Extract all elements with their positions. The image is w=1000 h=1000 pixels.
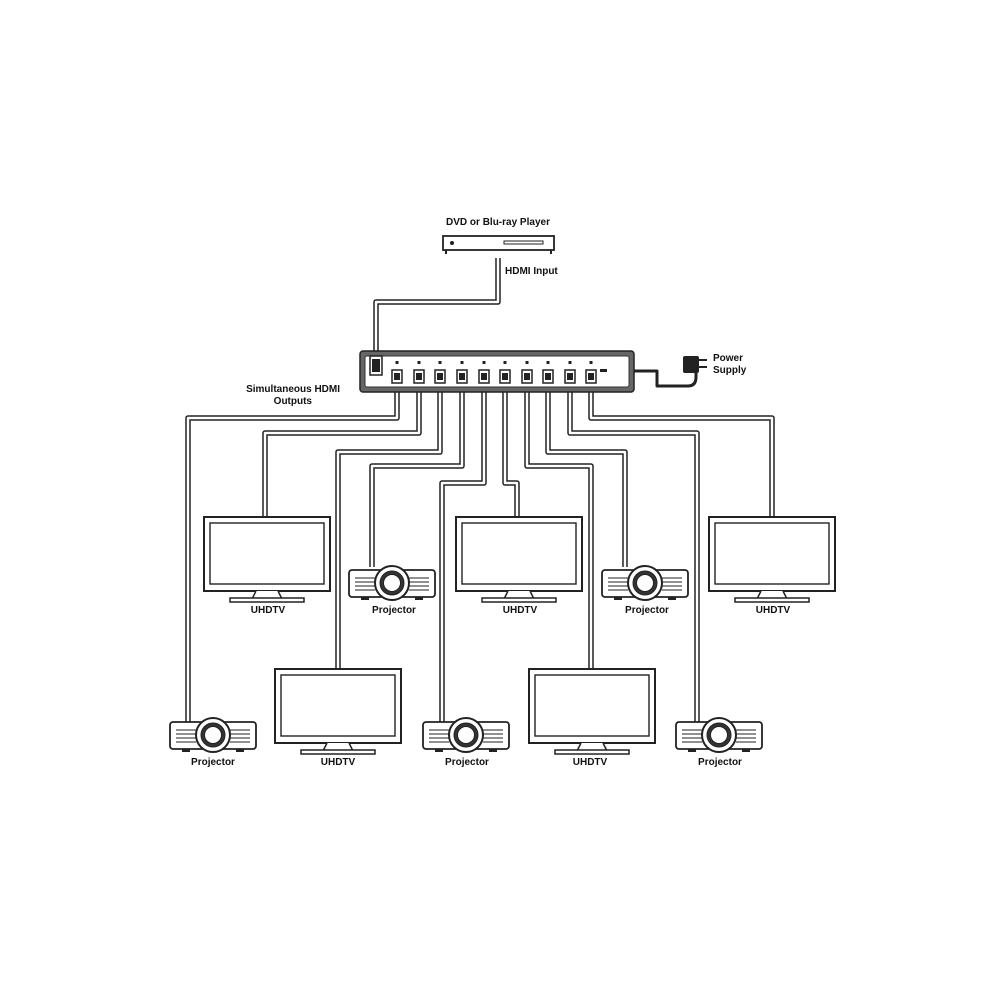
device-label-uhdtv: UHDTV xyxy=(572,757,608,768)
hdmi-input-port xyxy=(369,355,383,376)
hdmi-input-cable xyxy=(373,258,501,356)
uhdtv-icon xyxy=(455,516,583,603)
projector-icon xyxy=(169,717,257,753)
source-label: DVD or Blu-ray Player xyxy=(446,217,550,228)
hdmi-output-port xyxy=(413,361,425,384)
hdmi-output-port xyxy=(585,361,597,384)
device-label-projector: Projector xyxy=(625,605,669,616)
hdmi-output-port xyxy=(542,361,554,384)
device-label-projector: Projector xyxy=(372,605,416,616)
device-label-uhdtv: UHDTV xyxy=(250,605,286,616)
hdmi-output-port xyxy=(499,361,511,384)
hdmi-output-cable xyxy=(335,383,443,669)
projector-icon xyxy=(675,717,763,753)
hdmi-output-port xyxy=(521,361,533,384)
hdmi-output-port xyxy=(434,361,446,384)
outputs-label-line1: Simultaneous HDMI xyxy=(246,384,340,395)
device-label-projector: Projector xyxy=(445,757,489,768)
hdmi-output-port xyxy=(564,361,576,384)
power-label-line1: Power xyxy=(713,353,744,364)
projector-icon xyxy=(348,565,436,601)
uhdtv-icon xyxy=(528,668,656,755)
hdmi-output-port xyxy=(478,361,490,384)
device-label-uhdtv: UHDTV xyxy=(502,605,538,616)
device-label-uhdtv: UHDTV xyxy=(755,605,791,616)
uhdtv-icon xyxy=(274,668,402,755)
power-label-line2: Supply xyxy=(713,365,747,376)
device-label-projector: Projector xyxy=(191,757,235,768)
uhdtv-icon xyxy=(708,516,836,603)
bluray-player xyxy=(442,235,555,254)
uhdtv-icon xyxy=(203,516,331,603)
outputs-label-line2: Outputs xyxy=(273,396,312,407)
device-label-projector: Projector xyxy=(698,757,742,768)
projector-icon xyxy=(422,717,510,753)
hdmi-splitter xyxy=(359,350,635,393)
hdmi-output-cable xyxy=(502,383,520,517)
hdmi-output-ports xyxy=(391,361,597,384)
hdmi-output-port xyxy=(456,361,468,384)
device-label-uhdtv: UHDTV xyxy=(320,757,356,768)
hdmi-input-label: HDMI Input xyxy=(505,266,558,277)
projector-icon xyxy=(601,565,689,601)
hdmi-output-port xyxy=(391,361,403,384)
